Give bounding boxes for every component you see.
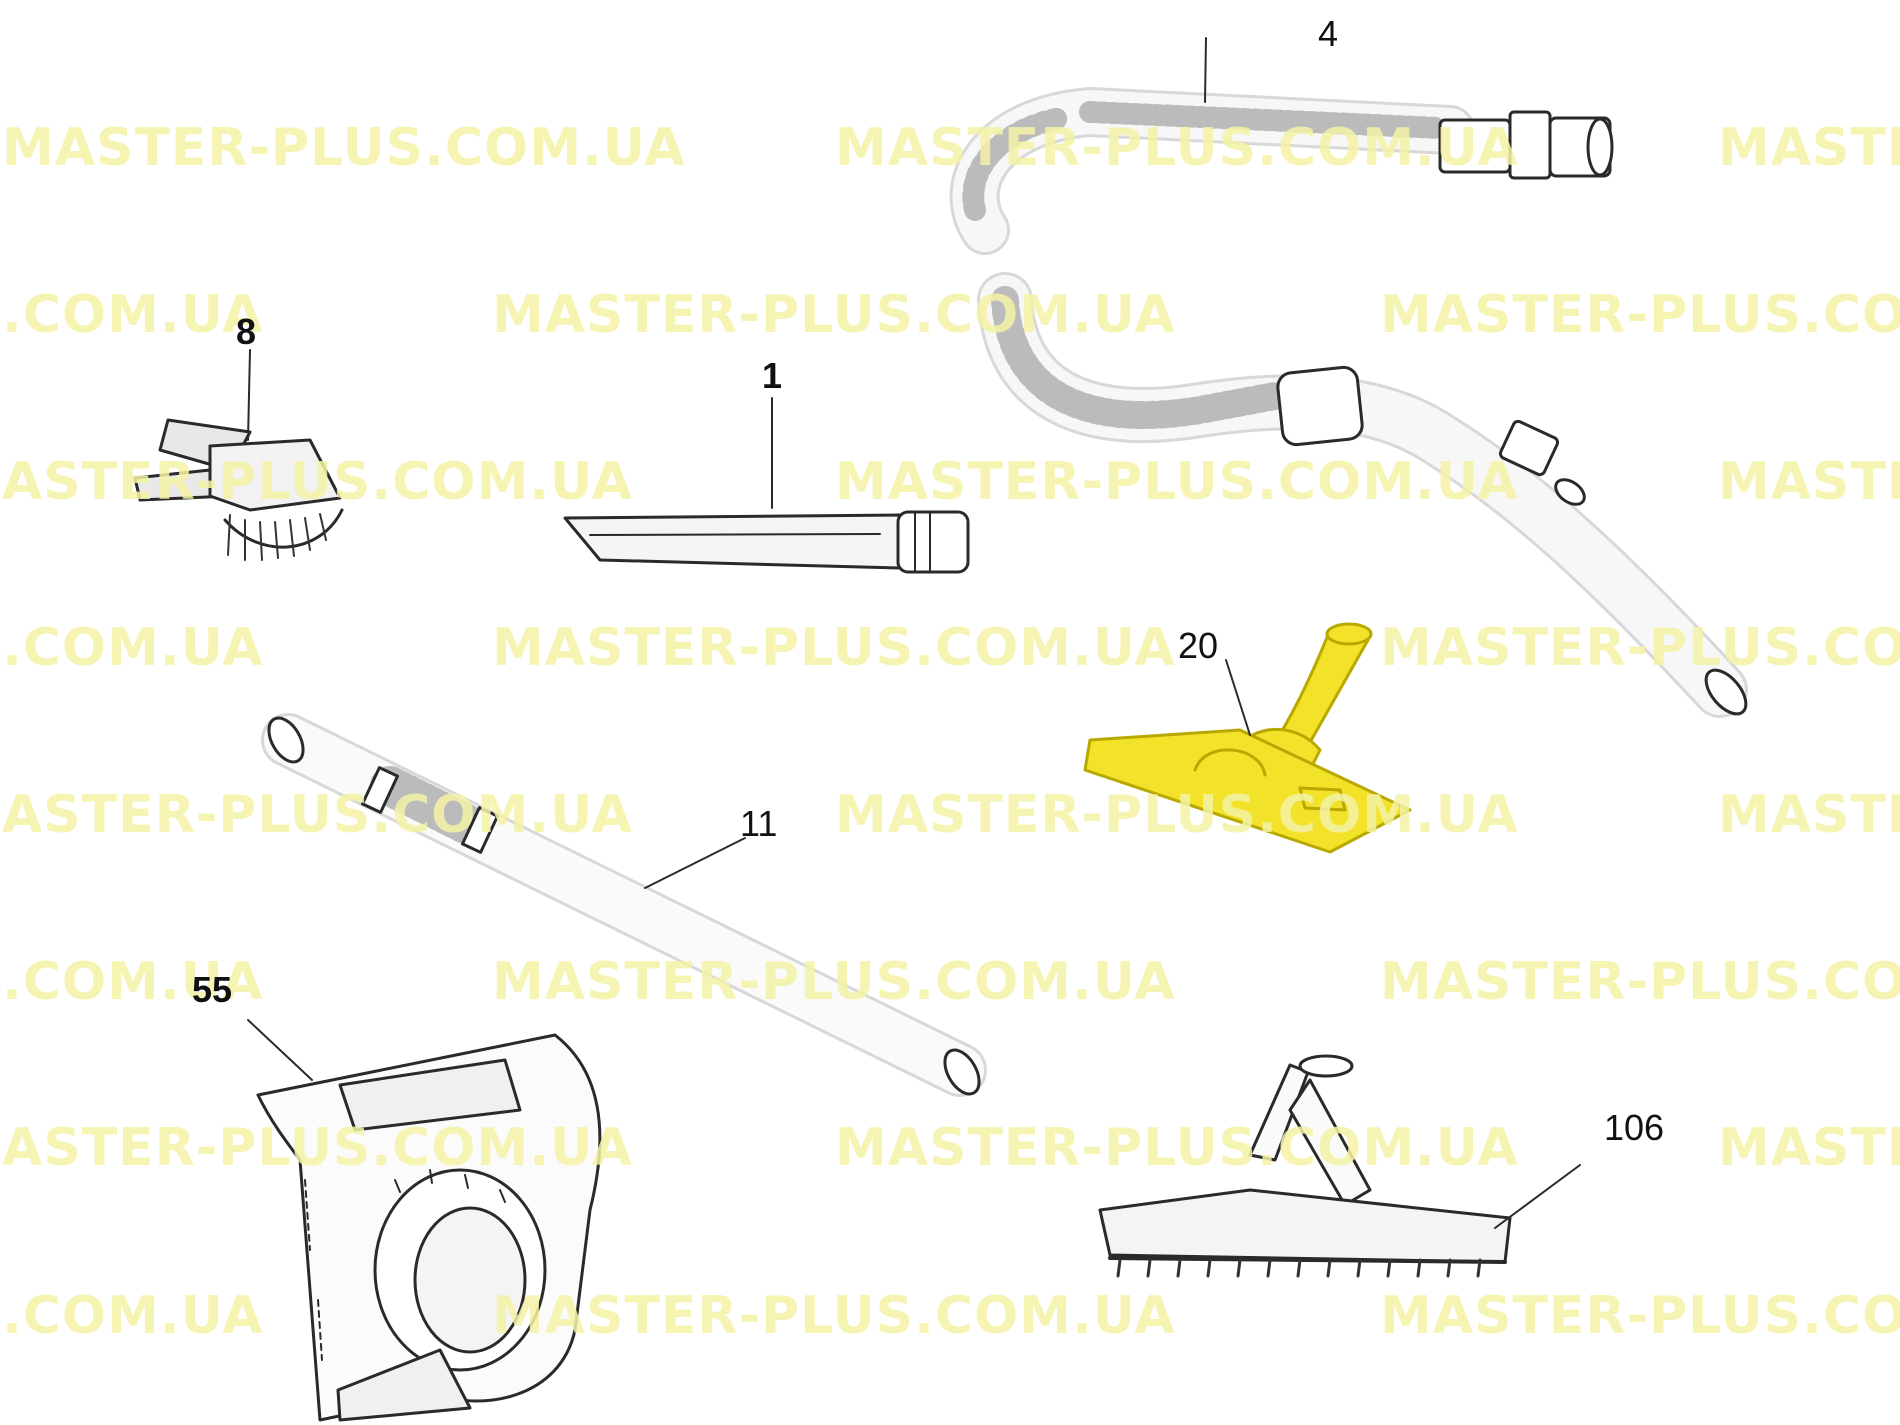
callout-4: 4: [1318, 13, 1339, 54]
callout-106: 106: [1604, 1107, 1665, 1148]
callout-8: 8: [236, 311, 257, 352]
bag-holder: [247, 1019, 602, 1422]
upholstery-brush: [133, 349, 344, 561]
callout-55: 55: [192, 969, 233, 1010]
hose-handle: [977, 272, 1748, 718]
callout-1: 1: [762, 355, 783, 396]
callout-20: 20: [1178, 625, 1219, 666]
floor-brush: [1098, 1054, 1581, 1278]
telescopic-tube: [261, 713, 987, 1097]
floor-nozzle-highlighted: [1083, 622, 1412, 854]
callout-11: 11: [740, 803, 778, 844]
hose-upper: [949, 37, 1614, 255]
crevice-tool: [563, 397, 970, 574]
